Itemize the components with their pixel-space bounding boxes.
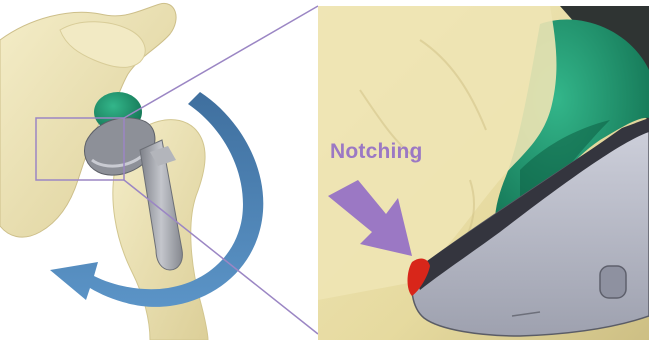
notching-label: Notching	[330, 140, 423, 164]
liner-slot	[600, 266, 626, 298]
left-overview-panel	[0, 3, 263, 340]
right-zoom-panel	[318, 6, 649, 340]
